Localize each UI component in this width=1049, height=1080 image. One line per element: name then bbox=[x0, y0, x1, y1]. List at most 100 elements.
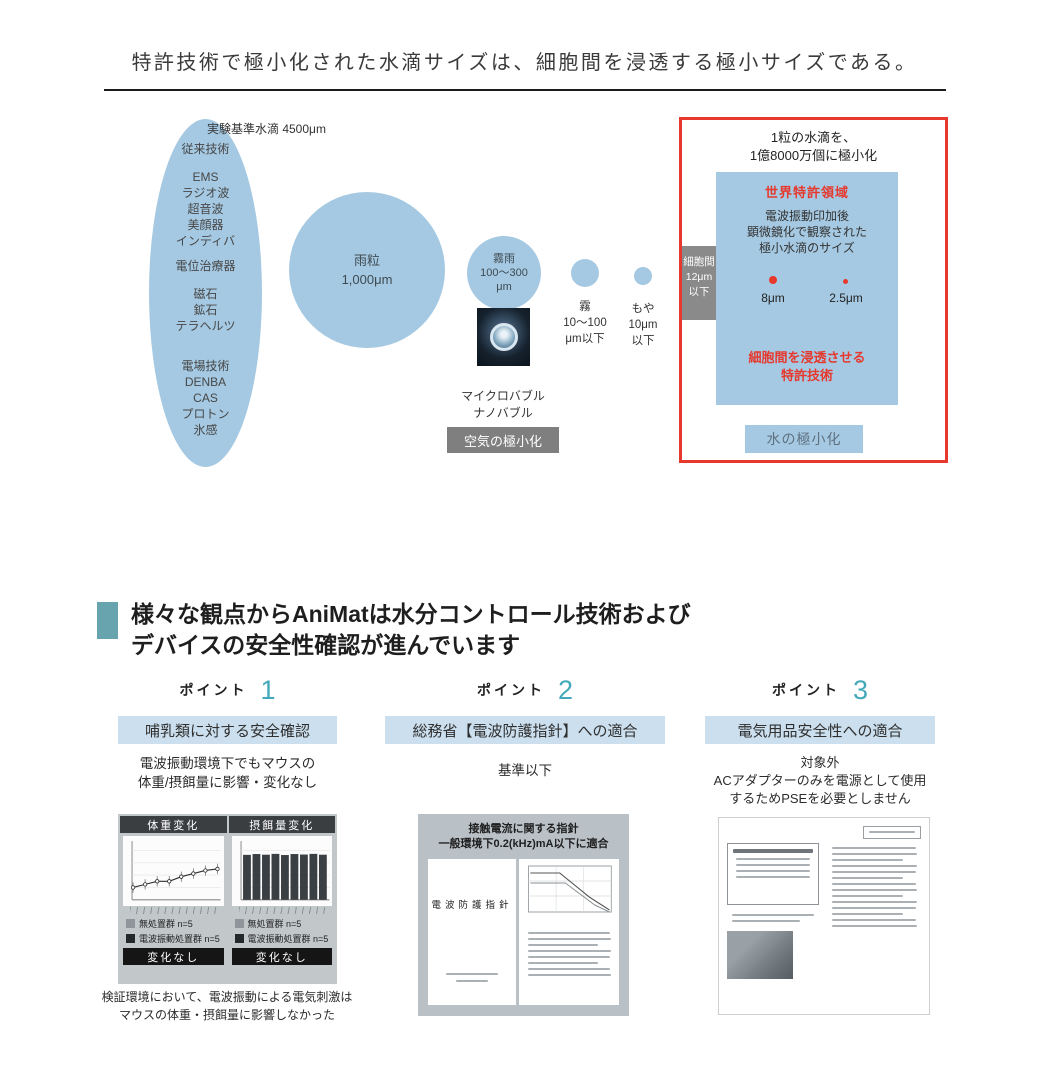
legend-label: 無処置群 n=5 bbox=[139, 919, 193, 929]
bubble-icon bbox=[489, 323, 518, 351]
doc-header-row bbox=[727, 826, 921, 839]
legacy-tech-item: ラジオ波 bbox=[181, 186, 230, 200]
legend-swatch-control bbox=[126, 919, 135, 928]
text-line-placeholder bbox=[736, 876, 810, 878]
point-number: 3 bbox=[852, 674, 869, 705]
text-line-placeholder bbox=[732, 914, 814, 916]
text-line-placeholder bbox=[736, 858, 810, 860]
text-line-placeholder bbox=[528, 938, 611, 940]
point-2-title: 総務省【電波防護指針】への適合 bbox=[385, 716, 665, 744]
point-3-header: ポイント 3 bbox=[705, 674, 935, 706]
text-line-placeholder bbox=[528, 962, 598, 964]
legend-swatch-treated bbox=[234, 934, 244, 943]
size-2-5um-label: 2.5μm bbox=[829, 291, 863, 305]
legacy-tech-item: 美顔器 bbox=[187, 218, 224, 232]
point-3-desc-3: するためPSEを必要としません bbox=[729, 791, 911, 806]
guideline-graph bbox=[528, 865, 612, 913]
penetrate-note: 細胞間を浸透させる 特許技術 bbox=[716, 349, 898, 385]
point-label: ポイント bbox=[476, 682, 545, 698]
point-1-desc-2: 体重/摂餌量に影響・変化なし bbox=[137, 775, 318, 790]
legend-swatch-treated bbox=[126, 934, 135, 943]
raindrop-label: 雨粒 bbox=[353, 253, 380, 268]
point-3-desc: 対象外 ACアダプターのみを電源として使用 するためPSEを必要としません bbox=[700, 754, 940, 808]
text-line-placeholder bbox=[832, 877, 904, 879]
weight-line-chart bbox=[123, 836, 224, 906]
legend-row: 電波振動処置群 n=5 bbox=[234, 932, 330, 945]
legacy-tech-item: 鉱石 bbox=[193, 303, 218, 317]
drizzle-size: 100〜300 bbox=[480, 267, 528, 279]
heading-accent-square bbox=[97, 602, 118, 639]
point-1-title: 哺乳類に対する安全確認 bbox=[118, 716, 337, 744]
text-line-placeholder bbox=[528, 956, 610, 958]
droplet-dot-8um bbox=[769, 276, 777, 284]
raindrop-circle: 雨粒 1,000μm bbox=[289, 192, 445, 348]
text-line-placeholder bbox=[528, 932, 610, 934]
text-line-placeholder bbox=[832, 853, 917, 855]
section-heading-line-2: デバイスの安全性確認が進んでいます bbox=[131, 632, 521, 658]
cell-gap-unit: 以下 bbox=[688, 286, 710, 298]
droplet-dot-2-5um bbox=[843, 279, 848, 284]
bubble-label-group: マイクロバブル ナノバブル bbox=[451, 388, 555, 422]
result-badge: 変化なし bbox=[231, 948, 332, 965]
legacy-tech-item: CAS bbox=[193, 391, 218, 405]
text-line-placeholder bbox=[446, 973, 498, 975]
penetrate-note-2: 特許技術 bbox=[780, 368, 833, 383]
legacy-tech-item: プロトン bbox=[181, 407, 230, 421]
doc-stamp-box bbox=[863, 826, 921, 839]
text-line-placeholder bbox=[832, 859, 904, 861]
point-2-desc: 基準以下 bbox=[385, 761, 665, 780]
doc-table-lines bbox=[523, 932, 615, 976]
patent-headline-2: 1億8000万個に極小化 bbox=[749, 148, 878, 163]
text-line-placeholder bbox=[528, 944, 598, 946]
legend-label: 電波振動処置群 n=5 bbox=[139, 934, 220, 944]
point-1-footer: 検証環境において、電波振動による電気刺激は マウスの体重・摂餌量に影響しなかった bbox=[97, 988, 357, 1024]
text-line-placeholder bbox=[736, 864, 810, 866]
legacy-tech-ellipse: 従来技術 EMS ラジオ波 超音波 美顔器 インディバ 電位治療器 磁石 鉱石 … bbox=[149, 119, 262, 467]
text-line-placeholder bbox=[528, 968, 610, 970]
point-3-title: 電気用品安全性への適合 bbox=[705, 716, 935, 744]
legend-row: 無処置群 n=5 bbox=[234, 917, 330, 930]
weight-chart-panel: 体重変化 無処置群 n=5 電波振動処置群 n=5 変化なし bbox=[120, 816, 227, 982]
bubble-label-1: マイクロバブル bbox=[461, 389, 545, 403]
section-heading-line-1: 様々な観点からAniMatは水分コントロール技術および bbox=[131, 601, 691, 627]
text-line-placeholder bbox=[832, 919, 916, 921]
text-line-placeholder bbox=[736, 870, 810, 872]
legend-label: 無処置群 n=5 bbox=[247, 919, 302, 929]
result-badge: 変化なし bbox=[123, 948, 224, 965]
text-line-placeholder bbox=[869, 831, 915, 833]
patent-desc-3: 極小水滴のサイズ bbox=[759, 241, 855, 255]
mouse-study-charts: 体重変化 無処置群 n=5 電波振動処置群 n=5 変化なし 摂餌量変化 無処置… bbox=[118, 814, 337, 984]
text-line-placeholder bbox=[832, 895, 904, 897]
text-line-placeholder bbox=[832, 883, 916, 885]
patent-desc-1: 電波振動印加後 bbox=[764, 209, 849, 223]
legacy-tech-item: 超音波 bbox=[187, 202, 224, 216]
legacy-tech-item: DENBA bbox=[184, 375, 227, 389]
patent-desc: 電波振動印加後 顕微鏡化で観察された 極小水滴のサイズ bbox=[716, 208, 898, 256]
doc-left-page: 電波防護指針 bbox=[428, 859, 516, 1005]
point-1-desc-1: 電波振動環境下でもマウスの bbox=[139, 756, 316, 771]
legend-row: 無処置群 n=5 bbox=[126, 917, 221, 930]
point-number: 1 bbox=[260, 674, 276, 705]
text-line-placeholder bbox=[832, 865, 917, 867]
legacy-tech-item: 磁石 bbox=[193, 287, 218, 301]
text-line-placeholder bbox=[832, 889, 917, 891]
cell-gap-label: 細胞間 bbox=[683, 256, 715, 268]
legacy-tech-item: インディバ bbox=[175, 234, 236, 248]
raindrop-size: 1,000μm bbox=[341, 272, 393, 287]
legacy-tech-title: 従来技術 bbox=[181, 142, 230, 156]
haze-size-unit: 以下 bbox=[631, 335, 655, 347]
water-miniaturization-box: 水の極小化 bbox=[745, 425, 863, 453]
legacy-tech-item: EMS bbox=[192, 170, 219, 184]
fog-label-group: 霧 10〜100 μm以下 bbox=[551, 299, 619, 347]
table-header-placeholder bbox=[733, 849, 813, 853]
air-miniaturization-box: 空気の極小化 bbox=[447, 427, 559, 453]
radio-guideline-doc: 接触電流に関する指針 一般環境下0.2(kHz)mA以下に適合 電波防護指針 bbox=[418, 814, 629, 1016]
text-line-placeholder bbox=[456, 980, 488, 982]
fog-size: 10〜100 bbox=[563, 317, 607, 329]
x-axis-tick-labels bbox=[130, 907, 217, 914]
pse-doc bbox=[718, 817, 930, 1015]
point-1-header: ポイント 1 bbox=[118, 674, 337, 706]
intake-chart-panel: 摂餌量変化 無処置群 n=5 電波振動処置群 n=5 変化なし bbox=[228, 816, 335, 982]
legacy-tech-item: テラヘルツ bbox=[175, 319, 236, 333]
haze-size: 10μm bbox=[628, 319, 658, 331]
